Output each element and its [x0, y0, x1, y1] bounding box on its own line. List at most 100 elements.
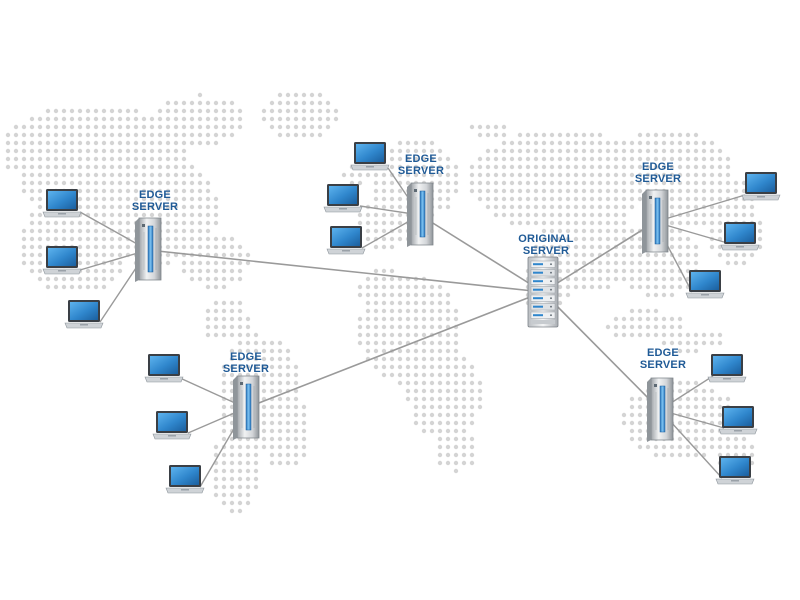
map-dot — [269, 428, 275, 434]
map-dot — [357, 340, 363, 346]
map-dot — [573, 260, 579, 266]
map-dot — [93, 204, 99, 210]
map-dot — [93, 244, 99, 250]
map-dot — [613, 180, 619, 186]
map-dot — [477, 380, 483, 386]
map-dot — [437, 188, 443, 194]
map-dot — [285, 132, 291, 138]
map-dot — [413, 380, 419, 386]
map-dot — [285, 452, 291, 458]
map-dot — [693, 452, 699, 458]
map-dot — [117, 172, 123, 178]
map-dot — [5, 164, 11, 170]
map-dot — [333, 116, 339, 122]
map-dot — [693, 420, 699, 426]
map-dot — [141, 188, 147, 194]
map-dot — [413, 388, 419, 394]
map-dot — [597, 188, 603, 194]
map-dot — [117, 116, 123, 122]
map-dot — [165, 132, 171, 138]
map-dot — [373, 212, 379, 218]
map-dot — [549, 228, 555, 234]
map-dot — [181, 108, 187, 114]
map-dot — [581, 204, 587, 210]
map-dot — [389, 268, 395, 274]
map-dot — [165, 228, 171, 234]
map-dot — [397, 204, 403, 210]
map-dot — [381, 228, 387, 234]
map-dot — [629, 260, 635, 266]
map-dot — [429, 292, 435, 298]
map-dot — [597, 140, 603, 146]
map-dot — [181, 196, 187, 202]
map-dot — [429, 428, 435, 434]
edge-server-label-southwest: EDGE SERVER — [222, 351, 270, 375]
map-dot — [293, 412, 299, 418]
map-dot — [613, 228, 619, 234]
map-dot — [677, 132, 683, 138]
map-dot — [261, 380, 267, 386]
map-dot — [549, 148, 555, 154]
map-dot — [157, 172, 163, 178]
map-dot — [693, 132, 699, 138]
map-dot — [365, 284, 371, 290]
map-dot — [397, 292, 403, 298]
map-dot — [45, 180, 51, 186]
map-dot — [509, 220, 515, 226]
map-dot — [469, 420, 475, 426]
map-dot — [141, 148, 147, 154]
map-dot — [637, 332, 643, 338]
map-dot — [285, 444, 291, 450]
map-dot — [405, 324, 411, 330]
map-dot — [165, 196, 171, 202]
map-dot — [229, 324, 235, 330]
map-dot — [165, 100, 171, 106]
map-dot — [229, 452, 235, 458]
map-dot — [133, 172, 139, 178]
map-dot — [477, 132, 483, 138]
map-dot — [621, 180, 627, 186]
map-dot — [189, 196, 195, 202]
map-dot — [565, 156, 571, 162]
map-dot — [165, 204, 171, 210]
map-dot — [157, 196, 163, 202]
map-dot — [693, 188, 699, 194]
map-dot — [189, 124, 195, 130]
map-dot — [621, 212, 627, 218]
map-dot — [581, 284, 587, 290]
map-dot — [109, 188, 115, 194]
map-dot — [277, 380, 283, 386]
laptop-icon — [152, 411, 192, 440]
map-dot — [733, 436, 739, 442]
map-dot — [397, 164, 403, 170]
map-dot — [325, 108, 331, 114]
map-dot — [85, 204, 91, 210]
map-dot — [525, 188, 531, 194]
map-dot — [125, 212, 131, 218]
map-dot — [213, 332, 219, 338]
map-dot — [29, 156, 35, 162]
map-dot — [613, 268, 619, 274]
map-dot — [557, 180, 563, 186]
map-dot — [301, 92, 307, 98]
map-dot — [557, 148, 563, 154]
map-dot — [45, 284, 51, 290]
map-dot — [245, 332, 251, 338]
map-dot — [389, 292, 395, 298]
map-dot — [53, 228, 59, 234]
map-dot — [637, 268, 643, 274]
map-dot — [389, 196, 395, 202]
map-dot — [437, 148, 443, 154]
map-dot — [621, 228, 627, 234]
map-dot — [69, 276, 75, 282]
map-dot — [573, 132, 579, 138]
map-dot — [29, 196, 35, 202]
map-dot — [653, 132, 659, 138]
map-dot — [221, 300, 227, 306]
map-dot — [229, 500, 235, 506]
map-dot — [461, 388, 467, 394]
map-dot — [421, 292, 427, 298]
map-dot — [181, 172, 187, 178]
map-dot — [69, 132, 75, 138]
map-dot — [709, 444, 715, 450]
